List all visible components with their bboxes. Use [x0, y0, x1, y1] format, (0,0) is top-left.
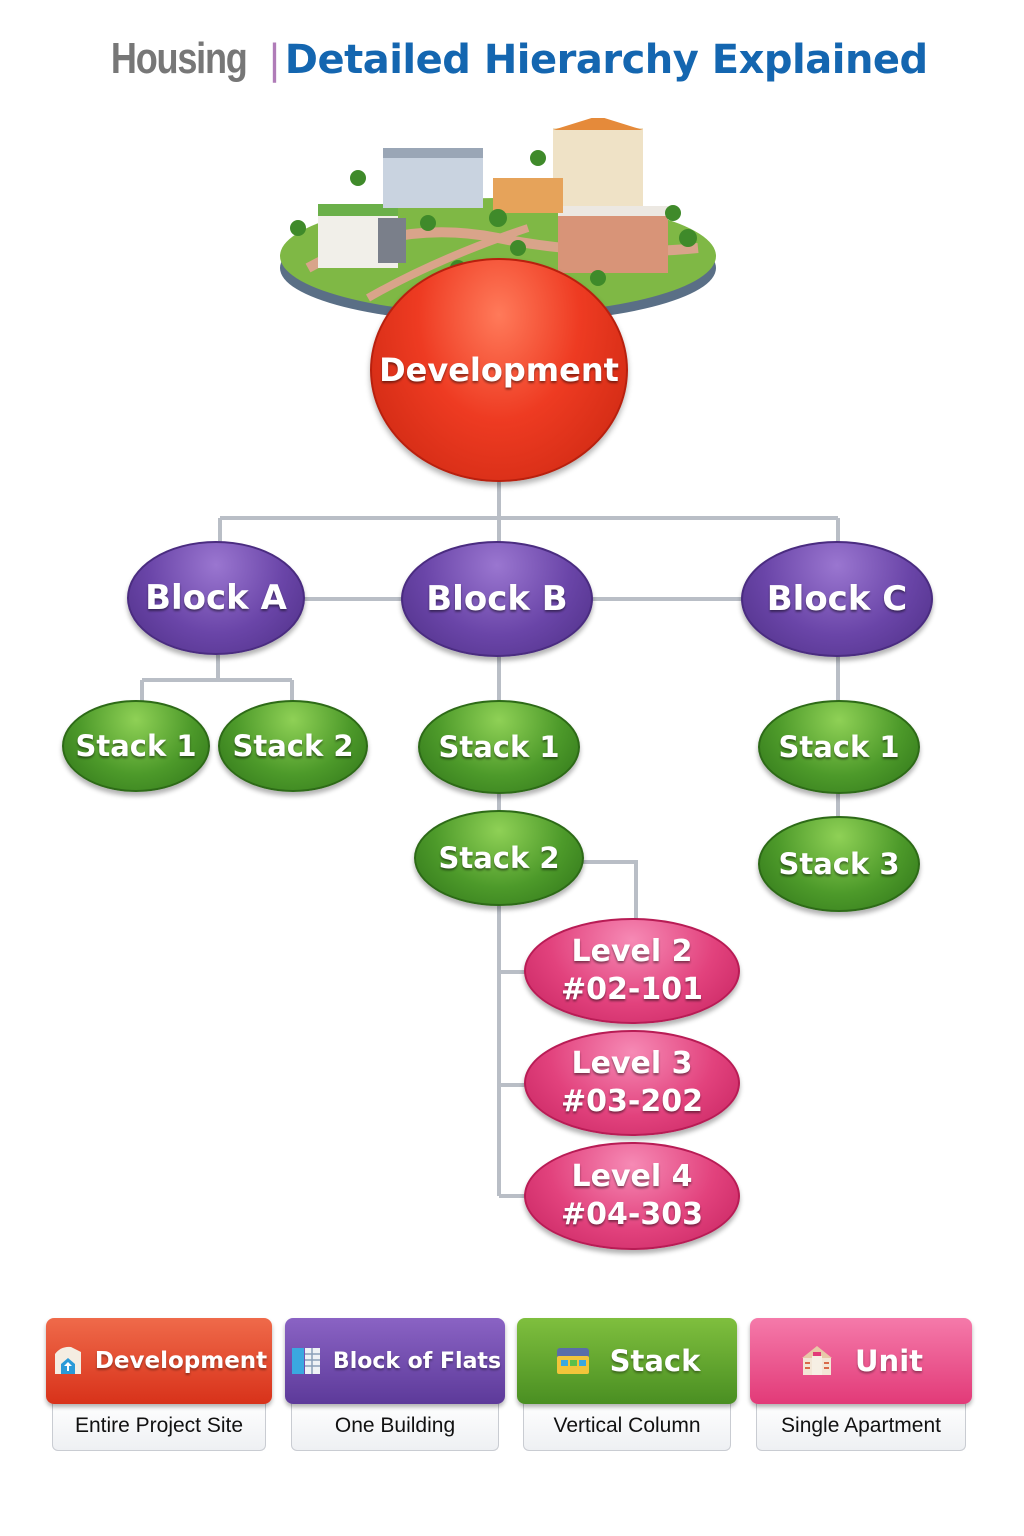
- building-3: [553, 118, 643, 208]
- node-label: Block C: [766, 579, 908, 619]
- house-icon: [799, 1344, 833, 1378]
- legend-description: One Building: [291, 1402, 499, 1451]
- legend-unit-header: Unit: [750, 1318, 972, 1404]
- node-label: Stack 1: [778, 730, 900, 764]
- unit-level: Level 4: [571, 1159, 693, 1194]
- building-4: [558, 206, 668, 273]
- legend-description: Single Apartment: [756, 1402, 966, 1451]
- node-label: Stack 1: [75, 729, 197, 763]
- node-label: Block A: [145, 578, 287, 618]
- legend-development-header: Development: [46, 1318, 272, 1404]
- development-site-illustration: [280, 118, 716, 323]
- node-block-a-stack-2[interactable]: Stack 2: [218, 700, 368, 792]
- node-unit-level-4[interactable]: Level 4 #04-303: [524, 1142, 740, 1250]
- legend-label: Unit: [855, 1344, 923, 1378]
- legend-label: Stack: [609, 1344, 701, 1378]
- connector-stack2-units: [497, 860, 638, 1198]
- legend-development: Development Entire Project Site: [46, 1318, 272, 1451]
- unit-number: #02-101: [561, 972, 703, 1007]
- unit-number: #03-202: [561, 1084, 703, 1119]
- page-title: Housing |Detailed Hierarchy Explained: [0, 34, 1024, 84]
- stack-icon: [554, 1344, 589, 1378]
- legend-description: Vertical Column: [523, 1402, 731, 1451]
- node-block-c-stack-3[interactable]: Stack 3: [758, 816, 920, 912]
- legend-stack-header: Stack: [517, 1318, 737, 1404]
- legend-label: Block of Flats: [332, 1348, 502, 1374]
- building-5: [493, 178, 563, 213]
- node-block-b-stack-1[interactable]: Stack 1: [418, 700, 580, 794]
- node-unit-level-2[interactable]: Level 2 #02-101: [524, 918, 740, 1024]
- node-unit-level-3[interactable]: Level 3 #03-202: [524, 1030, 740, 1136]
- connector-dev-blocks: [218, 480, 840, 545]
- node-block-a[interactable]: Block A: [127, 541, 305, 655]
- title-prefix: Housing: [111, 34, 248, 83]
- node-block-b-stack-2[interactable]: Stack 2: [414, 810, 584, 906]
- node-block-c[interactable]: Block C: [741, 541, 933, 657]
- node-development-label: Development: [379, 351, 619, 389]
- node-label: Stack 2: [232, 729, 354, 763]
- node-label: Stack 2: [438, 841, 560, 875]
- legend-label: Development: [94, 1348, 268, 1374]
- legend-unit: Unit Single Apartment: [750, 1318, 972, 1451]
- building-icon: [289, 1344, 323, 1378]
- node-block-c-stack-1[interactable]: Stack 1: [758, 700, 920, 794]
- legend-description: Entire Project Site: [52, 1402, 266, 1451]
- title-separator: |: [267, 37, 281, 83]
- building-2: [383, 148, 483, 208]
- node-label: Block B: [426, 579, 568, 619]
- title-main: Detailed Hierarchy Explained: [284, 37, 928, 83]
- node-block-a-stack-1[interactable]: Stack 1: [62, 700, 210, 792]
- node-development[interactable]: Development: [370, 258, 628, 482]
- unit-level: Level 2: [571, 934, 693, 969]
- node-label: Stack 3: [778, 847, 900, 881]
- legend-stack: Stack Vertical Column: [517, 1318, 737, 1451]
- legend-block-of-flats: Block of Flats One Building: [285, 1318, 505, 1451]
- node-block-b[interactable]: Block B: [401, 541, 593, 657]
- site-plan-icon: [51, 1344, 85, 1378]
- unit-number: #04-303: [561, 1197, 703, 1232]
- unit-level: Level 3: [571, 1046, 693, 1081]
- node-label: Stack 1: [438, 730, 560, 764]
- legend-block-header: Block of Flats: [285, 1318, 505, 1404]
- building-1: [318, 204, 406, 268]
- connector-blockA-stacks: [140, 655, 294, 705]
